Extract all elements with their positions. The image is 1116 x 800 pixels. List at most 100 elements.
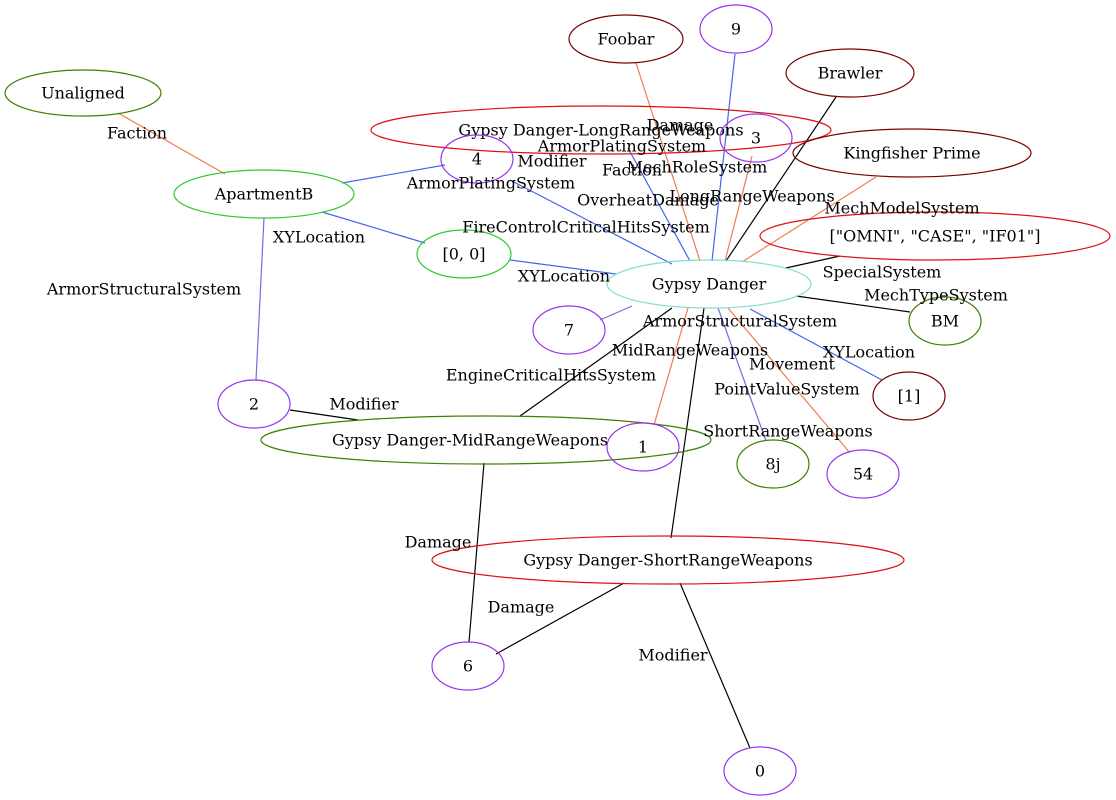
node-label: 3: [751, 129, 761, 148]
edge-label-modifier: Modifier: [329, 395, 399, 414]
node-label: 8j: [765, 455, 780, 474]
edge-apartmentb-4: [341, 164, 446, 184]
node-label: 54: [853, 465, 873, 484]
edge-label-xylocation: XYLocation: [273, 228, 365, 247]
edge-apartmentb-2: [255, 217, 265, 381]
node-short-range-weapons[interactable]: Gypsy Danger-ShortRangeWeapons: [431, 535, 905, 585]
node-label: Gypsy Danger-ShortRangeWeapons: [523, 551, 812, 570]
node-label: Kingfisher Prime: [843, 144, 980, 163]
node-label: Gypsy Danger-MidRangeWeapons: [332, 431, 608, 450]
node-2[interactable]: 2: [217, 379, 291, 429]
edge-label-armor-structural: ArmorStructuralSystem: [46, 280, 241, 299]
edge-gypsy-7: [599, 305, 633, 321]
node-label: ApartmentB: [214, 185, 314, 204]
edge-label-armor-plating: ArmorPlatingSystem: [537, 137, 706, 156]
node-label: Gypsy Danger: [652, 275, 767, 294]
node-foobar[interactable]: Foobar: [568, 14, 684, 64]
node-xy-1[interactable]: [1]: [872, 371, 946, 421]
edge-gypsy-54: [727, 307, 851, 454]
node-7[interactable]: 7: [532, 305, 606, 355]
edge-label-armor-plating: ArmorPlatingSystem: [406, 174, 575, 193]
edge-gypsy-xy1: [749, 308, 883, 381]
node-omni-case-if01[interactable]: ["OMNI", "CASE", "IF01"]: [759, 211, 1111, 261]
edge-label-engine-critical: EngineCriticalHitsSystem: [446, 366, 656, 385]
node-unaligned[interactable]: Unaligned: [4, 69, 162, 117]
edge-labels-layer: Faction ArmorPlatingSystem XYLocation Ar…: [46, 116, 1008, 665]
edge-label-damage: Damage: [488, 598, 555, 617]
node-gypsy-danger[interactable]: Gypsy Danger: [606, 259, 812, 309]
edge-label-xylocation: XYLocation: [823, 343, 915, 362]
edge-label-faction: Faction: [107, 124, 167, 143]
edge-gypsy-mrw: [519, 307, 673, 417]
edge-gypsy-bm: [795, 295, 911, 313]
edge-label-damage: Damage: [405, 533, 472, 552]
edge-label-modifier: Modifier: [638, 646, 708, 665]
node-label: 6: [463, 657, 473, 676]
edge-gypsy-srw: [670, 307, 705, 539]
node-apartmentb[interactable]: ApartmentB: [173, 169, 355, 219]
edge-label-mech-model: MechModelSystem: [824, 199, 979, 218]
edge-label-modifier: Modifier: [517, 152, 587, 171]
node-8j[interactable]: 8j: [736, 439, 810, 489]
node-label: [1]: [898, 387, 921, 406]
node-label: Unaligned: [41, 84, 125, 103]
edge-srw-0: [679, 582, 751, 749]
edge-label-special: SpecialSystem: [823, 263, 942, 282]
edge-brawler-gypsy: [725, 96, 837, 262]
edge-label-movement: Movement: [749, 355, 835, 374]
edge-2-mrw: [289, 409, 359, 421]
edge-xy00-gypsy: [509, 259, 617, 275]
edge-gypsy-8j: [717, 307, 767, 442]
node-4[interactable]: 4: [440, 134, 514, 184]
edge-label-faction: Faction: [602, 161, 662, 180]
edge-label-overheat: OverheatDamage: [577, 191, 719, 210]
node-6[interactable]: 6: [431, 641, 505, 691]
edge-foobar-gypsy: [635, 62, 701, 262]
node-label: Gypsy Danger-LongRangeWeapons: [458, 121, 743, 140]
edges-layer: [117, 53, 911, 749]
edge-label-mid-range: MidRangeWeapons: [612, 341, 768, 360]
node-label: 1: [638, 438, 648, 457]
node-xy-0-0[interactable]: [0, 0]: [416, 229, 512, 279]
edge-label-mech-role: MechRoleSystem: [627, 158, 768, 177]
node-label: BM: [931, 312, 959, 331]
node-bm[interactable]: BM: [908, 296, 982, 346]
node-1[interactable]: 1: [606, 422, 680, 472]
node-0[interactable]: 0: [723, 746, 797, 796]
nodes-layer: Unaligned ApartmentB Foobar 9 Brawler Gy…: [4, 4, 1111, 796]
edge-unaligned-apartmentb: [117, 112, 226, 175]
edge-label-armor-structural: ArmorStructuralSystem: [642, 312, 837, 331]
edge-label-xylocation: XYLocation: [518, 267, 610, 286]
node-brawler[interactable]: Brawler: [785, 48, 915, 98]
node-label: 4: [472, 150, 482, 169]
node-mid-range-weapons[interactable]: Gypsy Danger-MidRangeWeapons: [260, 415, 712, 465]
node-3[interactable]: 3: [719, 113, 793, 163]
node-label: Foobar: [598, 30, 655, 49]
node-label: [0, 0]: [442, 245, 485, 264]
node-label: Brawler: [818, 64, 883, 83]
edge-3-gypsy: [724, 155, 753, 262]
node-label: 2: [249, 395, 259, 414]
node-label: ["OMNI", "CASE", "IF01"]: [829, 227, 1040, 246]
edge-label-long-range: LongRangeWeapons: [669, 187, 834, 206]
edge-9-gypsy: [711, 53, 736, 262]
edge-label-short-range: ShortRangeWeapons: [703, 422, 872, 441]
node-kingfisher-prime[interactable]: Kingfisher Prime: [792, 128, 1032, 178]
edge-lrw-gypsy: [627, 147, 691, 262]
edge-label-damage: Damage: [647, 116, 714, 135]
node-9[interactable]: 9: [699, 4, 773, 54]
node-label: 7: [564, 321, 574, 340]
node-label: 9: [731, 20, 741, 39]
edge-srw-6: [495, 582, 625, 655]
edge-label-point-value: PointValueSystem: [714, 380, 859, 399]
node-label: 0: [755, 762, 765, 781]
edge-omni-gypsy: [785, 255, 841, 269]
edge-mrw-6: [468, 462, 485, 643]
edge-4-gypsy: [509, 179, 673, 265]
node-54[interactable]: 54: [826, 449, 900, 499]
edge-label-fire-control: FireControlCriticalHitsSystem: [462, 218, 710, 237]
edge-gypsy-1: [653, 307, 689, 426]
node-long-range-weapons[interactable]: Gypsy Danger-LongRangeWeapons: [370, 105, 832, 155]
edge-apartmentb-xy00: [321, 211, 426, 244]
